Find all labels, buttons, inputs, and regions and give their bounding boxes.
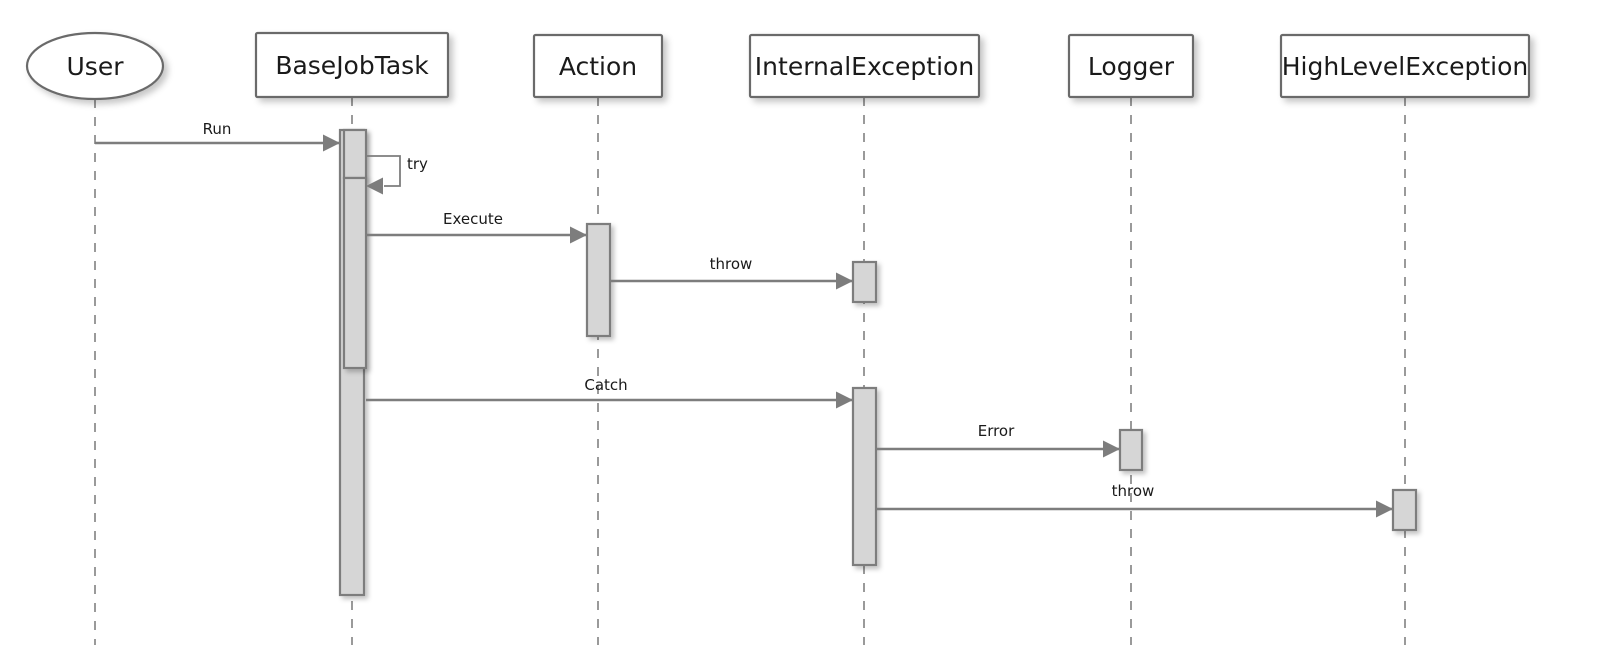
message-label-msg-catch: Catch — [584, 376, 627, 394]
participant-label-highlevelexception: HighLevelException — [1282, 52, 1528, 81]
participant-shape-user — [25, 31, 165, 101]
participant-logger[interactable]: Logger — [1067, 33, 1195, 99]
message-msg-catch[interactable]: Catch — [366, 376, 853, 409]
arrowhead — [836, 391, 853, 409]
participant-user[interactable]: User — [25, 31, 165, 101]
message-label-msg-error: Error — [978, 422, 1015, 440]
message-label-msg-execute: Execute — [443, 210, 503, 228]
activation-bar-logger — [1118, 428, 1144, 472]
message-msg-run[interactable]: Run — [95, 120, 340, 152]
self-message-path — [366, 155, 401, 187]
participant-label-basejobtask: BaseJobTask — [275, 51, 429, 80]
activation-bar-basejobtask — [342, 176, 368, 370]
participant-shape-action — [532, 33, 664, 99]
activation-bar-internalexception — [851, 386, 878, 567]
participant-label-action: Action — [559, 52, 637, 81]
message-msg-throw-internal[interactable]: throw — [610, 255, 853, 290]
arrowhead — [323, 134, 340, 152]
participant-action[interactable]: Action — [532, 33, 664, 99]
participant-label-internalexception: InternalException — [755, 52, 974, 81]
participant-internalexception[interactable]: InternalException — [748, 33, 981, 99]
activations-group — [338, 128, 1418, 597]
lifelines-group — [94, 97, 1406, 645]
participant-shape-highlevelexception — [1279, 33, 1531, 99]
message-msg-throw-highlevel[interactable]: throw — [876, 482, 1393, 518]
activation-bar-highlevelexception — [1391, 488, 1418, 532]
participant-shape-logger — [1067, 33, 1195, 99]
participant-highlevelexception[interactable]: HighLevelException — [1279, 33, 1531, 99]
arrowhead — [1103, 440, 1120, 458]
arrowhead — [1376, 500, 1393, 518]
participant-shape-basejobtask — [254, 31, 450, 99]
arrowhead — [836, 272, 853, 290]
activation-bar-internalexception — [851, 260, 878, 304]
activation-bar-action — [585, 222, 612, 338]
message-msg-execute[interactable]: Execute — [366, 210, 587, 244]
message-msg-error[interactable]: Error — [876, 422, 1120, 458]
arrowhead — [366, 177, 383, 195]
arrowhead — [570, 226, 587, 244]
message-label-msg-throw-highlevel: throw — [1112, 482, 1155, 500]
participant-label-user: User — [67, 52, 125, 81]
message-label-msg-run: Run — [203, 120, 232, 138]
message-label-msg-throw-internal: throw — [710, 255, 753, 273]
participant-basejobtask[interactable]: BaseJobTask — [254, 31, 450, 99]
message-label-msg-try: try — [407, 155, 428, 173]
activation-bar-basejobtask — [342, 128, 368, 180]
participants-group: User BaseJobTask Action InternalException Lo… — [25, 31, 1531, 101]
message-msg-try[interactable]: try — [366, 155, 428, 195]
participant-label-logger: Logger — [1088, 52, 1175, 81]
participant-shape-internalexception — [748, 33, 981, 99]
